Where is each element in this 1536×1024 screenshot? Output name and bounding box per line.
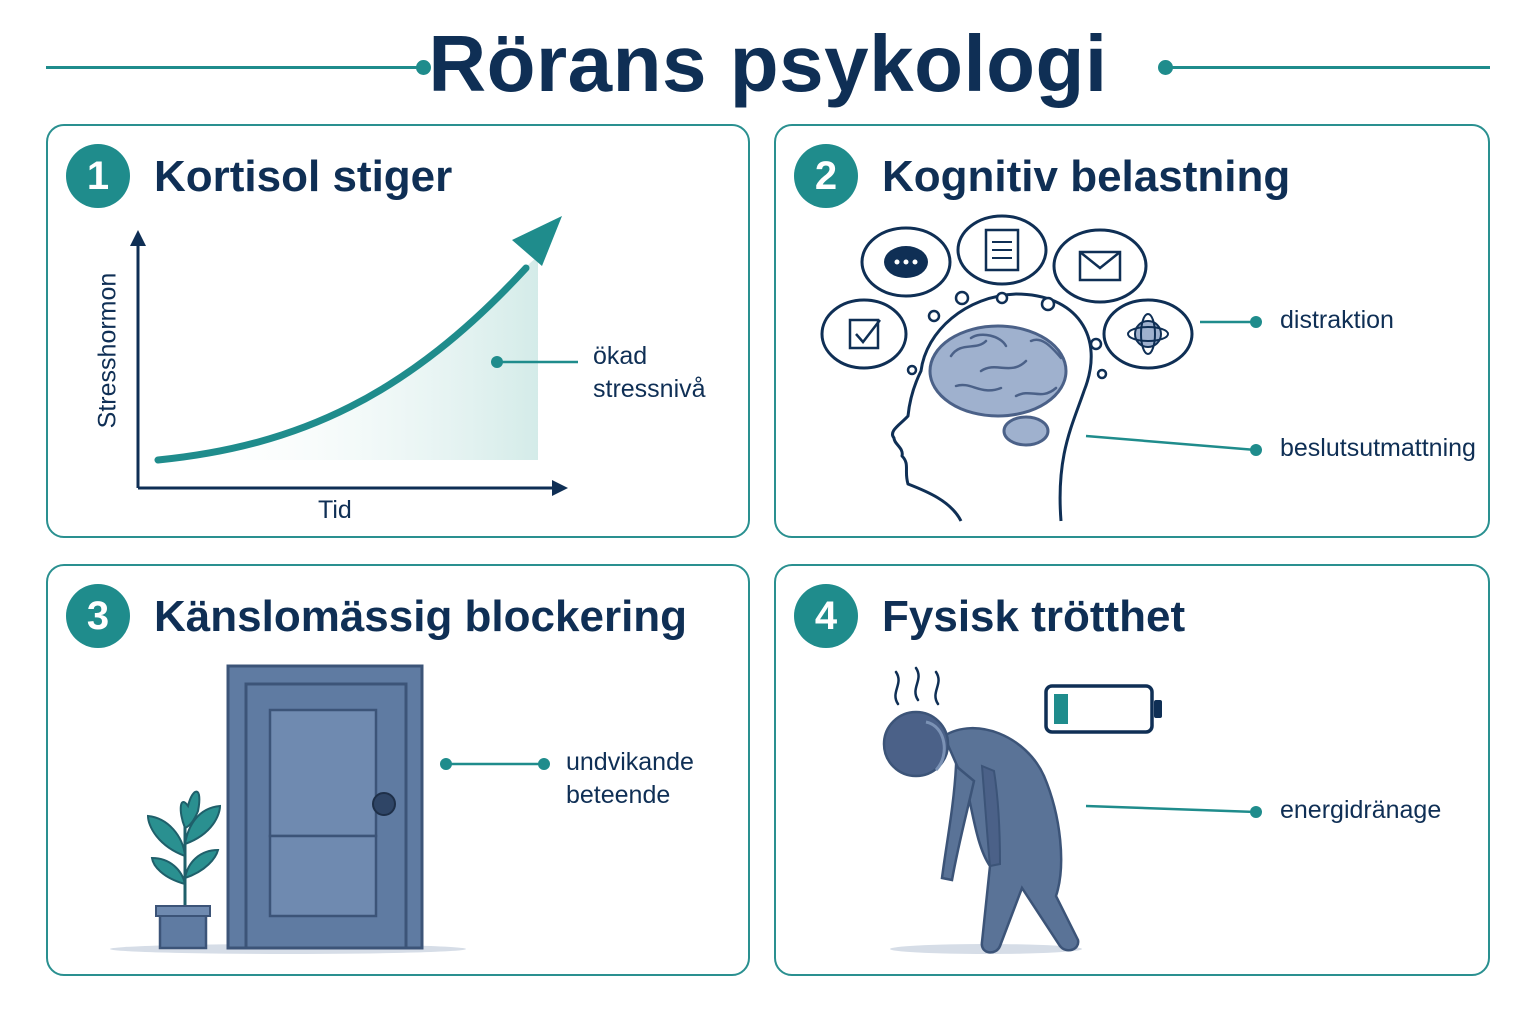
callout-label-line2: stressnivå	[593, 375, 706, 403]
callout-label-line2: beteende	[566, 781, 671, 809]
brain-icon	[928, 324, 1068, 447]
callout-label-line1: ökad	[593, 342, 648, 370]
door-illustration	[110, 664, 550, 954]
x-axis-label: Tid	[318, 496, 352, 524]
title-dot-left	[416, 60, 431, 75]
step-number: 2	[794, 144, 858, 208]
callout-label-line1: undvikande	[566, 748, 694, 776]
y-axis-arrow	[130, 230, 146, 246]
panel-title: Fysisk trötthet	[882, 592, 1186, 641]
label-decision-fatigue: beslutsutmattning	[1280, 434, 1476, 462]
title-rule-right	[1172, 66, 1490, 69]
panel-emotional-block: 3 Känslomässig blockering undvikande bet…	[46, 564, 750, 976]
step-number: 3	[66, 584, 130, 648]
title-dot-right	[1158, 60, 1173, 75]
y-axis-label: Stresshormon	[93, 272, 122, 429]
callout-line-decision	[1085, 434, 1257, 452]
steam-lines-icon	[894, 666, 940, 706]
callout-dot-distraction	[1250, 316, 1262, 328]
document-icon	[956, 214, 1048, 286]
low-battery-icon	[1044, 684, 1162, 734]
panel-title: Kognitiv belastning	[882, 152, 1291, 201]
step-number: 4	[794, 584, 858, 648]
thought-trail-dots	[906, 290, 1108, 380]
curve-arrowhead-icon	[512, 216, 562, 266]
callout-dot-end	[538, 758, 550, 770]
label-energy-drain: energidränage	[1280, 796, 1442, 824]
callout-dot-decision	[1250, 444, 1262, 456]
label-distraction: distraktion	[1280, 306, 1394, 334]
tired-person-icon	[882, 710, 1080, 954]
brain-illustration	[820, 214, 1262, 522]
callout-label: undvikande beteende	[566, 746, 694, 812]
panel-cortisol: 1 Kortisol stiger Stresshormon Tid ökad …	[46, 124, 750, 538]
callout-line	[1085, 804, 1257, 814]
step-number: 1	[66, 144, 130, 208]
page-title: Rörans psykologi	[428, 19, 1108, 108]
checkbox-icon	[820, 298, 908, 370]
curve-area	[158, 256, 538, 460]
panel-title: Kortisol stiger	[154, 152, 453, 201]
callout-label: ökad stressnivå	[593, 340, 706, 406]
chat-bubble-icon	[860, 226, 952, 298]
title-rule-left	[46, 66, 424, 69]
callout-dot	[1250, 806, 1262, 818]
fatigue-illustration	[882, 666, 1262, 954]
plant-icon	[146, 790, 222, 950]
panel-cognitive-load: 2 Kognitiv belastning distraktion beslut…	[774, 124, 1490, 538]
cortisol-chart	[130, 216, 578, 496]
x-axis-arrow	[552, 480, 568, 496]
panel-physical-fatigue: 4 Fysisk trötthet energidränage	[774, 564, 1490, 976]
rising-curve	[154, 264, 530, 464]
head-profile	[891, 292, 1093, 522]
mail-icon	[1052, 228, 1148, 304]
tangled-thought-icon	[1102, 298, 1194, 370]
panel-title: Känslomässig blockering	[154, 592, 688, 641]
door-icon	[226, 664, 424, 950]
